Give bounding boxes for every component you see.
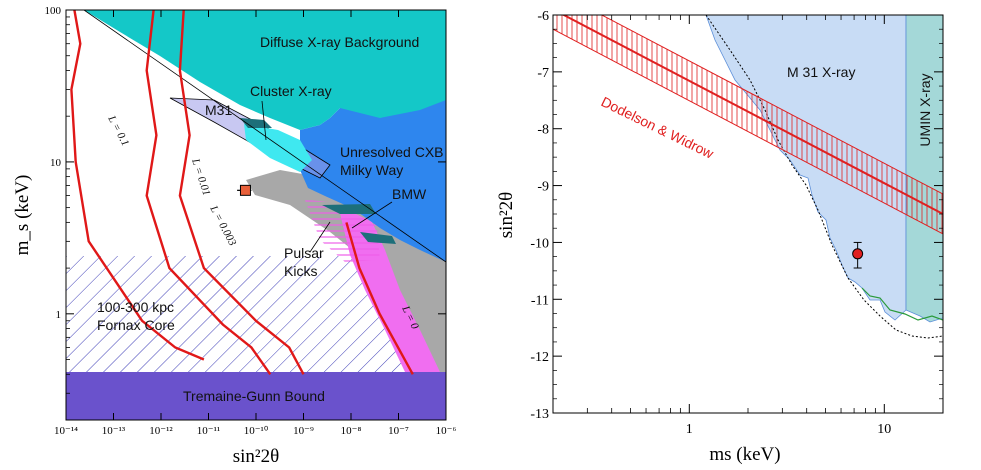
region-diffuse-xrb (84, 10, 446, 130)
label-m31: M31 (205, 102, 232, 118)
left-chart: 10⁻¹⁴ 10⁻¹³ 10⁻¹² 10⁻¹¹ 10⁻¹⁰ 10⁻⁹ 10⁻⁸ 10⁻⁷ 10⁻… (12, 5, 456, 467)
region-cluster-xray (244, 124, 312, 172)
right-ytick-label: -13 (530, 407, 549, 422)
label-pulsar-kicks-line1: Pulsar (284, 245, 324, 261)
dotted-limit (705, 15, 943, 339)
region-bmw-2 (360, 232, 396, 244)
left-xtick-label: 10⁻¹³ (102, 425, 126, 437)
region-pulsar-kicks-hatch (305, 200, 380, 262)
left-xlabel: sin²2θ (233, 446, 279, 467)
bmw-pointer (351, 201, 393, 229)
band-dodelson-widrow-center (561, 15, 943, 215)
contour-line (145, 10, 272, 375)
left-ytick-label: 100 (45, 5, 62, 17)
right-chart: 1 10 -6 -7 -8 -9 -10 -11 -12 -13 M 31 X-ray UMIN … (496, 9, 944, 465)
region-fornax-core (66, 256, 446, 372)
label-fornax-line2: Fornax Core (97, 317, 175, 333)
left-xtick-label: 10⁻⁸ (341, 425, 362, 437)
region-bmw-1 (322, 204, 376, 214)
label-umin-xray: UMIN X-ray (917, 73, 933, 146)
right-ytick-label: -6 (537, 9, 549, 24)
label-pulsar-kicks-line2: Kicks (284, 263, 317, 279)
left-xtick-label: 10⁻¹⁴ (54, 425, 78, 437)
band-dodelson-widrow (553, 15, 943, 235)
contour-line (70, 10, 205, 361)
right-ytick-label: -10 (530, 236, 549, 251)
contour-line (178, 10, 305, 375)
right-ytick-label: -8 (537, 123, 549, 138)
left-ytick-label: 10 (50, 157, 62, 169)
left-xtick-label: 10⁻⁶ (436, 425, 457, 437)
right-ytick-label: -11 (531, 293, 549, 308)
label-tremaine-gunn: Tremaine-Gunn Bound (183, 388, 325, 404)
left-ytick-label: 1 (56, 309, 62, 321)
region-unresolved-cxb (300, 65, 446, 262)
left-data-point (239, 184, 251, 196)
right-xlabel: ms (keV) (709, 444, 780, 465)
left-xtick-label: 10⁻¹¹ (197, 425, 220, 437)
label-bmw: BMW (392, 186, 427, 202)
left-xtick-label: 10⁻¹² (149, 425, 173, 437)
left-xtick-label: 10⁻⁷ (388, 425, 409, 437)
label-diffuse-xrb: Diffuse X-ray Background (260, 34, 419, 50)
pulsar-pointer (309, 221, 331, 253)
left-boundary-line (83, 10, 446, 263)
label-fornax: 100-300 kpc Fornax Core (97, 299, 178, 333)
right-data-point (852, 248, 864, 260)
left-xtick-label: 10⁻⁹ (293, 425, 314, 437)
label-fornax-line1: 100-300 kpc (97, 299, 174, 315)
label-unresolved-cxb-line2: Milky Way (340, 162, 403, 178)
label-cluster-xray: Cluster X-ray (250, 83, 332, 99)
label-unresolved-cxb-line1: Unresolved CXB (340, 144, 444, 160)
left-xtick-label: 10⁻¹⁰ (244, 425, 269, 437)
left-ylabel: m_s (keV) (12, 175, 33, 256)
region-tremaine-gunn (66, 372, 446, 420)
label-unresolved-cxb: Unresolved CXB Milky Way (340, 144, 447, 178)
right-ylabel: sin²2θ (496, 192, 517, 238)
contour-line (345, 222, 414, 375)
right-ytick-label: -12 (530, 350, 549, 365)
region-umin-xray (905, 15, 943, 323)
label-pulsar-kicks: Pulsar Kicks (284, 245, 328, 279)
cluster-pointer (261, 100, 267, 141)
right-xtick-label: 10 (877, 422, 891, 437)
label-m31-xray: M 31 X-ray (787, 64, 855, 80)
right-ytick-label: -7 (537, 66, 549, 81)
m31-green-edge (861, 287, 943, 321)
right-xtick-label: 1 (686, 422, 693, 437)
right-ytick-label: -9 (537, 180, 549, 195)
